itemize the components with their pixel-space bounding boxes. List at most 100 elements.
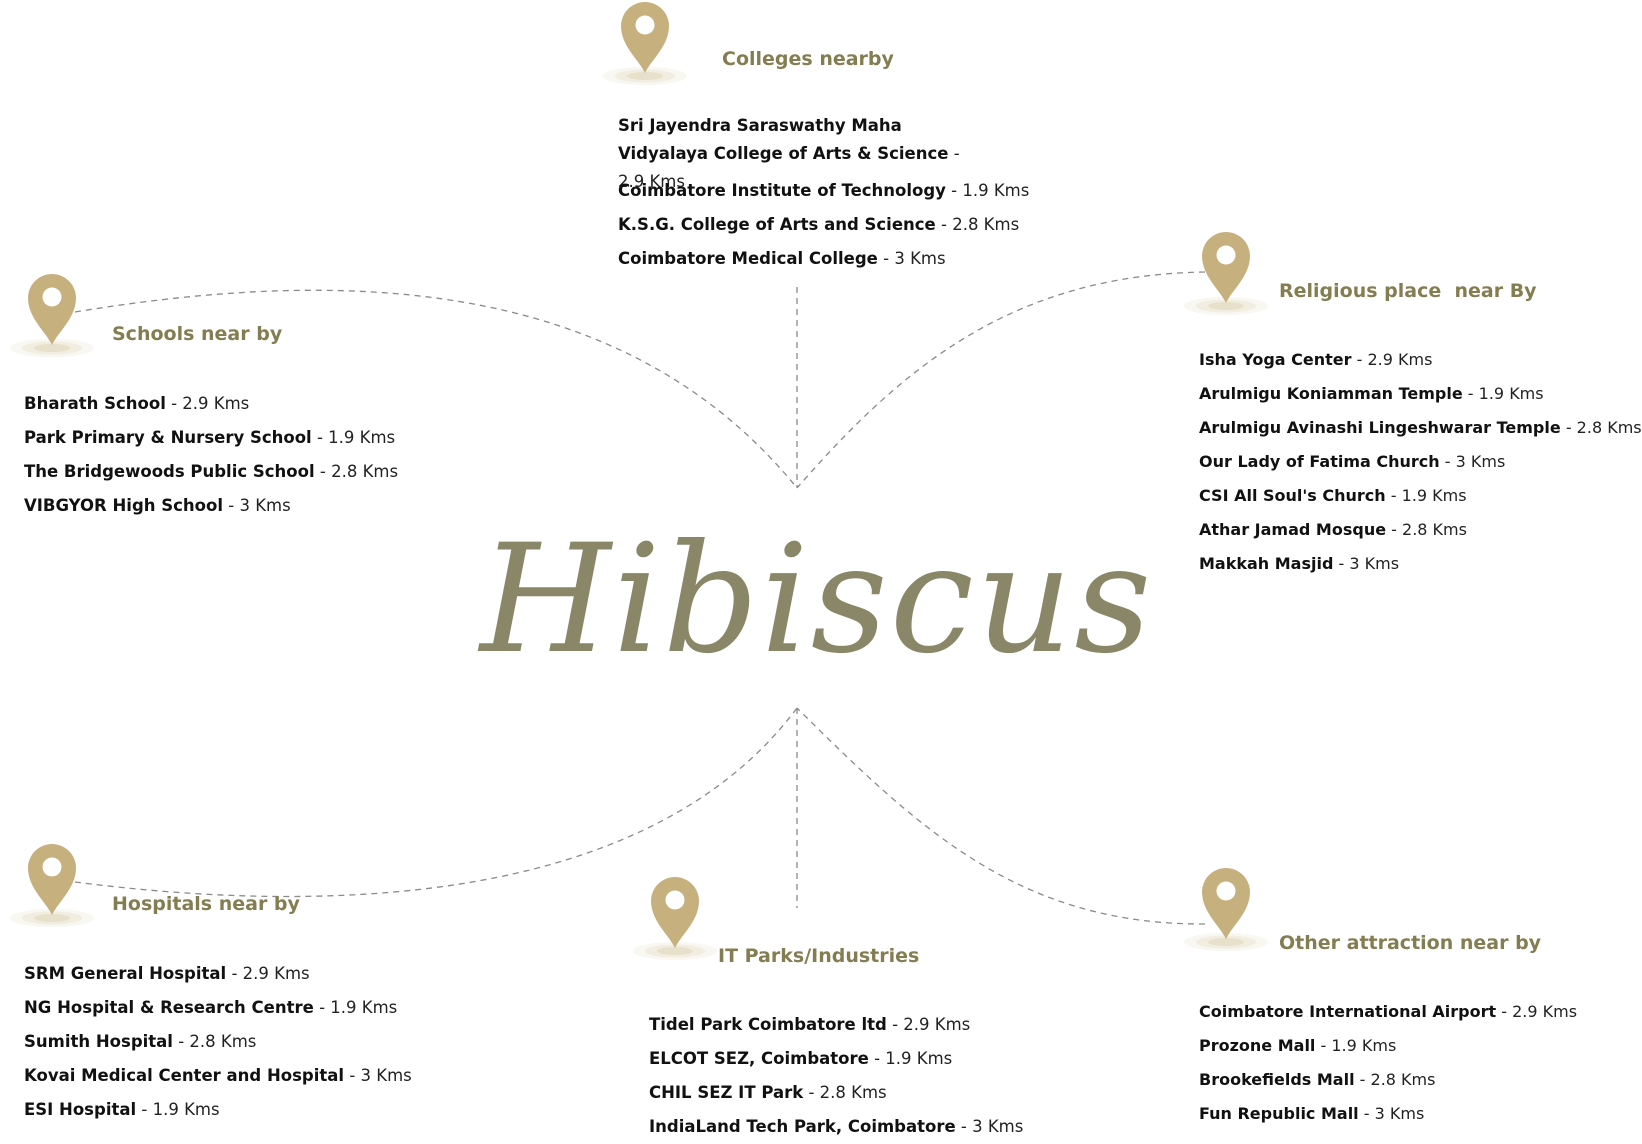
location-pin-icon xyxy=(627,875,723,975)
schools-list: Bharath School - 2.9 Kms Park Primary & … xyxy=(24,387,398,523)
connector-attractions xyxy=(796,707,1206,925)
distance: - 1.9 Kms xyxy=(319,998,398,1017)
distance: - 2.9 Kms xyxy=(231,964,310,983)
distance: - 2.8 Kms xyxy=(808,1083,887,1102)
list-item: Brookefields Mall - 2.8 Kms xyxy=(1199,1063,1577,1097)
place-name: ELCOT SEZ, Coimbatore xyxy=(649,1049,869,1068)
place-name: Kovai Medical Center and Hospital xyxy=(24,1066,345,1085)
religious-list: Isha Yoga Center - 2.9 Kms Arulmigu Koni… xyxy=(1199,343,1642,581)
distance: - 2.8 Kms xyxy=(178,1032,257,1051)
list-item: Sri Jayendra Saraswathy Maha Vidyalaya C… xyxy=(618,112,978,191)
place-name: Athar Jamad Mosque xyxy=(1199,520,1387,539)
place-name: Fun Republic Mall xyxy=(1199,1104,1359,1123)
list-item: VIBGYOR High School - 3 Kms xyxy=(24,489,398,523)
place-name: IndiaLand Tech Park, Coimbatore xyxy=(649,1117,956,1136)
place-name: NG Hospital & Research Centre xyxy=(24,998,314,1017)
list-item: Sumith Hospital - 2.8 Kms xyxy=(24,1025,412,1059)
location-pin-icon xyxy=(4,272,100,372)
distance: - 2.8 Kms xyxy=(1565,418,1642,437)
list-item: Coimbatore Medical College - 3 Kms xyxy=(618,242,1029,276)
list-item: Arulmigu Avinashi Lingeshwarar Temple - … xyxy=(1199,411,1642,445)
list-item: Makkah Masjid - 3 Kms xyxy=(1199,547,1642,581)
attractions-list: Coimbatore International Airport - 2.9 K… xyxy=(1199,995,1577,1131)
colleges-list: Sri Jayendra Saraswathy Maha Vidyalaya C… xyxy=(618,112,1029,276)
connector-lines xyxy=(74,271,1206,925)
list-item: K.S.G. College of Arts and Science - 2.8… xyxy=(618,208,1029,242)
distance: - 1.9 Kms xyxy=(141,1100,220,1119)
distance: - 1.9 Kms xyxy=(1467,384,1544,403)
distance: - 3 Kms xyxy=(349,1066,412,1085)
place-name: Our Lady of Fatima Church xyxy=(1199,452,1440,471)
distance: - 2.8 Kms xyxy=(941,215,1020,234)
distance: - 3 Kms xyxy=(883,249,946,268)
distance: - 2.8 Kms xyxy=(319,462,399,481)
list-item: ESI Hospital - 1.9 Kms xyxy=(24,1093,412,1127)
place-name: Arulmigu Koniamman Temple xyxy=(1199,384,1463,403)
place-name: SRM General Hospital xyxy=(24,964,227,983)
place-name: Brookefields Mall xyxy=(1199,1070,1355,1089)
distance: - 3 Kms xyxy=(1338,554,1400,573)
list-item: CHIL SEZ IT Park - 2.8 Kms xyxy=(649,1076,1023,1110)
list-item: Coimbatore International Airport - 2.9 K… xyxy=(1199,995,1577,1029)
place-name: VIBGYOR High School xyxy=(24,496,224,515)
place-name: Sri Jayendra Saraswathy Maha Vidyalaya C… xyxy=(618,116,949,163)
place-name: Coimbatore Institute of Technology xyxy=(618,181,946,200)
list-item: Prozone Mall - 1.9 Kms xyxy=(1199,1029,1577,1063)
distance: - 3 Kms xyxy=(1444,452,1506,471)
list-item: Kovai Medical Center and Hospital - 3 Km… xyxy=(24,1059,412,1093)
hospitals-heading: Hospitals near by xyxy=(112,893,300,915)
distance: - 1.9 Kms xyxy=(951,181,1030,200)
location-pin-icon xyxy=(1178,866,1274,966)
distance: - 2.9 Kms xyxy=(171,394,250,413)
distance: - 1.9 Kms xyxy=(316,428,396,447)
place-name: Sumith Hospital xyxy=(24,1032,173,1051)
connector-schools xyxy=(74,289,798,489)
distance: - 2.9 Kms xyxy=(618,144,960,191)
list-item: CSI All Soul's Church - 1.9 Kms xyxy=(1199,479,1642,513)
distance: - 2.9 Kms xyxy=(892,1015,971,1034)
list-item: Fun Republic Mall - 3 Kms xyxy=(1199,1097,1577,1131)
distance: - 2.9 Kms xyxy=(1356,350,1433,369)
list-item: Our Lady of Fatima Church - 3 Kms xyxy=(1199,445,1642,479)
place-name: Coimbatore International Airport xyxy=(1199,1002,1497,1021)
place-name: The Bridgewoods Public School xyxy=(24,462,315,481)
distance: - 1.9 Kms xyxy=(1390,486,1467,505)
list-item: Athar Jamad Mosque - 2.8 Kms xyxy=(1199,513,1642,547)
brand-wordmark: Hibiscus xyxy=(480,513,1154,687)
distance: - 3 Kms xyxy=(1363,1104,1425,1123)
colleges-heading: Colleges nearby xyxy=(722,48,894,70)
list-item: NG Hospital & Research Centre - 1.9 Kms xyxy=(24,991,412,1025)
list-item: Bharath School - 2.9 Kms xyxy=(24,387,398,421)
schools-heading: Schools near by xyxy=(112,323,283,345)
religious-heading: Religious place near By xyxy=(1279,280,1537,302)
place-name: Coimbatore Medical College xyxy=(618,249,878,268)
distance: - 2.9 Kms xyxy=(1501,1002,1578,1021)
list-item: Isha Yoga Center - 2.9 Kms xyxy=(1199,343,1642,377)
itparks-heading: IT Parks/Industries xyxy=(718,945,920,967)
distance: - 2.8 Kms xyxy=(1359,1070,1436,1089)
location-pin-icon xyxy=(4,842,100,942)
list-item: Coimbatore Institute of Technology - 1.9… xyxy=(618,174,1029,208)
place-name: K.S.G. College of Arts and Science xyxy=(618,215,936,234)
distance: - 1.9 Kms xyxy=(1320,1036,1397,1055)
distance: - 1.9 Kms xyxy=(874,1049,953,1068)
attractions-heading: Other attraction near by xyxy=(1279,932,1542,954)
list-item: Arulmigu Koniamman Temple - 1.9 Kms xyxy=(1199,377,1642,411)
place-name: Tidel Park Coimbatore ltd xyxy=(649,1015,887,1034)
list-item: IndiaLand Tech Park, Coimbatore - 3 Kms xyxy=(649,1110,1023,1144)
place-name: Park Primary & Nursery School xyxy=(24,428,312,447)
place-name: Bharath School xyxy=(24,394,166,413)
list-item: ELCOT SEZ, Coimbatore - 1.9 Kms xyxy=(649,1042,1023,1076)
itparks-list: Tidel Park Coimbatore ltd - 2.9 Kms ELCO… xyxy=(649,1008,1023,1144)
place-name: Makkah Masjid xyxy=(1199,554,1334,573)
place-name: ESI Hospital xyxy=(24,1100,137,1119)
connector-hospitals xyxy=(74,707,798,898)
list-item: Tidel Park Coimbatore ltd - 2.9 Kms xyxy=(649,1008,1023,1042)
place-name: CHIL SEZ IT Park xyxy=(649,1083,804,1102)
place-name: CSI All Soul's Church xyxy=(1199,486,1386,505)
location-pin-icon xyxy=(1178,230,1274,330)
place-name: Isha Yoga Center xyxy=(1199,350,1352,369)
distance: - 3 Kms xyxy=(960,1117,1024,1136)
hospitals-list: SRM General Hospital - 2.9 Kms NG Hospit… xyxy=(24,957,412,1127)
location-pin-icon xyxy=(597,0,693,100)
